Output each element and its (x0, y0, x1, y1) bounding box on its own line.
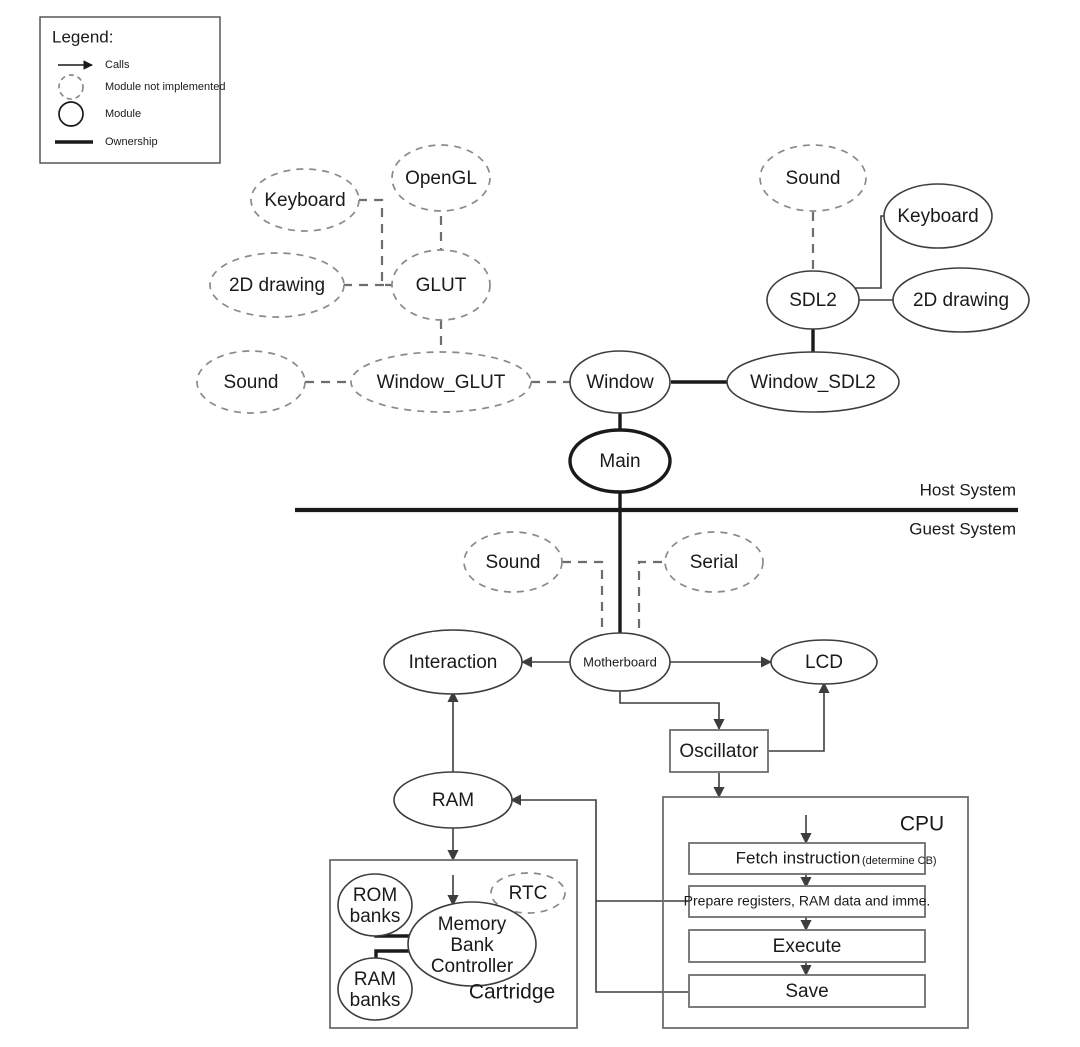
legend-item-calls: Calls (58, 59, 130, 71)
dashed-circle-icon (58, 74, 84, 100)
node-label-mbc-line1: Memory (438, 914, 507, 935)
node-window-sdl2[interactable]: Window_SDL2 (726, 351, 900, 413)
guest-system-label: Guest System (909, 519, 1016, 538)
cpu-stage-fetch-label: Fetch instruction (736, 848, 861, 867)
node-label-mbc-line3: Controller (431, 956, 514, 977)
cpu-group-box (662, 796, 969, 1029)
edge-sound-motherboard (562, 560, 604, 639)
node-rtc[interactable]: RTC (490, 872, 566, 914)
node-ram[interactable]: RAM (393, 771, 513, 829)
cpu-stage-fetch[interactable]: Fetch instruction (determine CB) (688, 842, 937, 875)
edge-serial-motherboard (637, 560, 678, 639)
node-label-sound-sdl: Sound (786, 168, 841, 189)
node-label-window: Window (586, 372, 654, 393)
node-label-ram-banks-line2: banks (350, 990, 401, 1011)
node-lcd[interactable]: LCD (770, 639, 878, 685)
node-motherboard[interactable]: Motherboard (569, 632, 671, 692)
host-system-label: Host System (920, 480, 1016, 499)
node-label-glut: GLUT (416, 275, 467, 296)
node-glut[interactable]: GLUT (391, 249, 491, 321)
cpu-stage-prepare[interactable]: Prepare registers, RAM data and imme. (684, 885, 931, 918)
legend-item-not-implemented: Module not implemented (58, 74, 225, 100)
edge-keyboard-glut (358, 198, 408, 287)
cartridge-group-label: Cartridge (469, 981, 555, 1004)
node-interaction[interactable]: Interaction (383, 629, 523, 695)
node-label-serial: Serial (690, 552, 739, 573)
node-window[interactable]: Window (569, 350, 671, 414)
legend-item-ownership: Ownership (55, 136, 158, 148)
node-label-oscillator: Oscillator (679, 741, 759, 762)
node-label-opengl: OpenGL (405, 168, 477, 189)
node-label-sound-guest: Sound (486, 552, 541, 573)
cpu-stage-prepare-label: Prepare registers, RAM data and imme. (684, 893, 931, 909)
cpu-stage-save-label: Save (785, 981, 828, 1002)
node-sound-sdl[interactable]: Sound (759, 144, 867, 212)
edges-guest-peripherals (562, 560, 678, 639)
legend-label-module: Module (105, 108, 141, 120)
node-rom-banks[interactable]: ROM banks (337, 873, 413, 937)
node-label-mbc-line2: Bank (450, 935, 494, 956)
node-opengl[interactable]: OpenGL (391, 144, 491, 212)
node-serial[interactable]: Serial (664, 531, 764, 593)
cpu-group-label: CPU (900, 813, 944, 836)
edges-glut-branch (305, 198, 571, 384)
node-label-2d-drawing-sdl: 2D drawing (913, 290, 1009, 311)
node-label-rom-banks-line2: banks (350, 906, 401, 927)
node-ram-banks[interactable]: RAM banks (337, 957, 413, 1021)
node-window-glut[interactable]: Window_GLUT (350, 351, 532, 413)
cpu-stage-fetch-note: (determine CB) (862, 855, 937, 867)
node-label-ram-banks-line1: RAM (354, 969, 396, 990)
node-label-rom-banks-line1: ROM (353, 885, 397, 906)
solid-circle-icon (58, 101, 84, 127)
node-label-keyboard-glut: Keyboard (264, 190, 345, 211)
node-label-interaction: Interaction (409, 652, 498, 673)
node-main[interactable]: Main (568, 428, 672, 494)
node-keyboard-sdl[interactable]: Keyboard (883, 183, 993, 249)
cpu-stage-save[interactable]: Save (688, 974, 926, 1008)
legend-label-calls: Calls (105, 59, 130, 71)
node-sdl2[interactable]: SDL2 (766, 270, 860, 330)
node-2d-drawing-sdl[interactable]: 2D drawing (892, 267, 1030, 333)
node-sound-guest[interactable]: Sound (463, 531, 563, 593)
cartridge-group-box (329, 859, 578, 1029)
cpu-stage-execute-label: Execute (773, 936, 842, 957)
node-label-sound-glut: Sound (224, 372, 279, 393)
legend: Legend: Calls Module not implemented Mod… (39, 16, 225, 164)
node-label-main: Main (599, 451, 640, 472)
node-memory-bank-controller[interactable]: Memory Bank Controller (407, 901, 537, 987)
node-label-rtc: RTC (509, 883, 548, 904)
cpu-stage-execute[interactable]: Execute (688, 929, 926, 963)
node-label-keyboard-sdl: Keyboard (897, 206, 978, 227)
node-label-2d-drawing-glut: 2D drawing (229, 275, 325, 296)
edge-cpu-ram (509, 794, 689, 993)
edges-memory (447, 690, 689, 993)
node-oscillator[interactable]: Oscillator (669, 729, 769, 773)
node-label-motherboard: Motherboard (583, 654, 657, 669)
node-keyboard-glut[interactable]: Keyboard (250, 168, 360, 232)
node-label-lcd: LCD (805, 652, 843, 673)
node-label-window-sdl2: Window_SDL2 (750, 372, 876, 393)
node-label-window-glut: Window_GLUT (377, 372, 506, 393)
node-label-ram: RAM (432, 790, 474, 811)
edge-oscillator-lcd (768, 681, 830, 752)
node-2d-drawing-glut[interactable]: 2D drawing (209, 252, 345, 318)
legend-title: Legend: (52, 27, 113, 46)
edges-motherboard (520, 656, 830, 799)
legend-label-not-implemented: Module not implemented (105, 81, 225, 93)
node-sound-glut[interactable]: Sound (196, 350, 306, 414)
legend-label-ownership: Ownership (105, 136, 158, 148)
node-label-sdl2: SDL2 (789, 290, 837, 311)
legend-item-module: Module (58, 101, 141, 127)
edge-motherboard-oscillator (619, 690, 725, 731)
